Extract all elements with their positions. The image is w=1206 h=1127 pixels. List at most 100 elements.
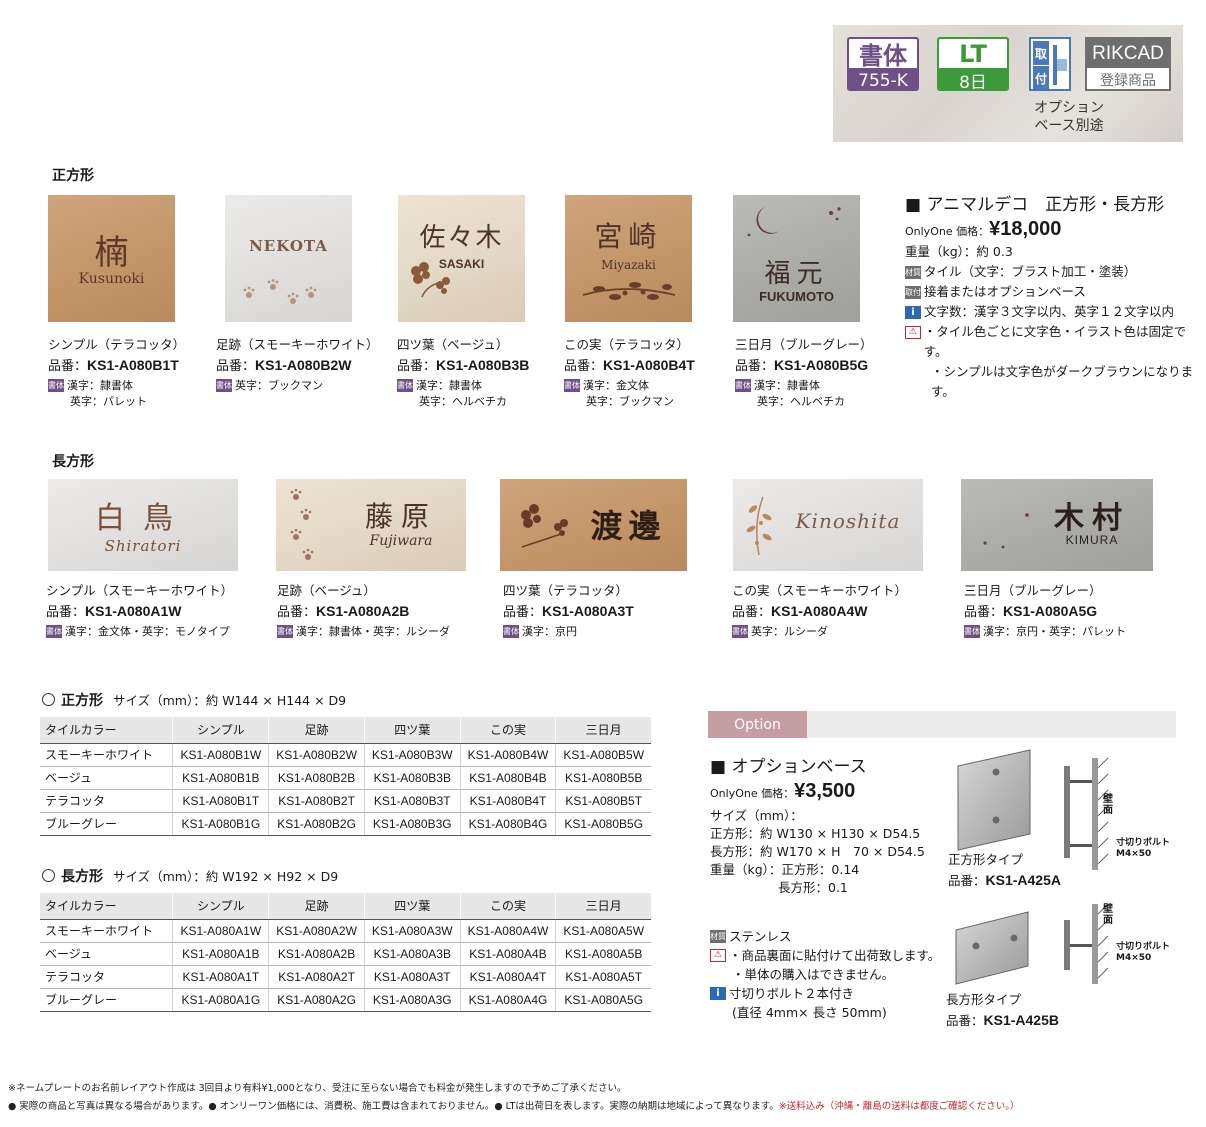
rect-plate-type: 長方形タイプ bbox=[946, 992, 1022, 1007]
part-number-cell: KS1-A080A1W bbox=[172, 918, 269, 942]
product-name: この実（テラコッタ） bbox=[564, 337, 690, 352]
rect-table-title: 長方形サイズ（mm）：約 W192 × H92 × D9 bbox=[42, 866, 338, 886]
font-badge-icon: 書体 bbox=[46, 625, 62, 638]
pn-label: 品番： bbox=[48, 359, 88, 374]
weight: 重量（kg）：約 0.3 bbox=[905, 244, 1013, 259]
product-number: 品番：KS1-A080B3B bbox=[397, 357, 529, 375]
product-image-shiratori[interactable]: 白鳥 Shiratori bbox=[48, 479, 238, 571]
pn-value: KS1-A080A1W bbox=[85, 603, 182, 619]
part-number-cell: KS1-A080A3G bbox=[363, 987, 461, 1012]
table-header-cell: タイルカラー bbox=[40, 717, 173, 744]
pn-value: KS1-A080B2W bbox=[255, 357, 352, 373]
option-weight-square: 重量（kg）：正方形：0.14 bbox=[710, 862, 860, 877]
tile-color-cell: スモーキーホワイト bbox=[40, 918, 173, 942]
tile-main-text: NEKOTA bbox=[249, 237, 328, 255]
product-image-kimura[interactable]: 木村 KIMURA bbox=[961, 479, 1153, 571]
footer-notes: ※ネームプレートのお名前レイアウト作成は 3回目より有料¥1,000となり、受注… bbox=[8, 1080, 1198, 1116]
pn-label: 品番： bbox=[964, 605, 1004, 620]
bolt-size-text: M4×50 bbox=[1116, 849, 1152, 859]
table-header-row: タイルカラーシンプル足跡四ツ葉この実三日月 bbox=[40, 717, 651, 744]
font-line1: 漢字：隷書体 bbox=[416, 379, 482, 392]
table-header-cell: この実 bbox=[459, 893, 556, 920]
font-line2: 英字：ヘルベチカ bbox=[419, 395, 507, 408]
material-icon: 材質 bbox=[710, 930, 726, 943]
rikcad-badge: RIKCAD 登録商品 bbox=[1085, 37, 1171, 91]
price: OnlyOne 価格：¥18,000 bbox=[905, 219, 1205, 242]
lead-time-badge: LT 8日 bbox=[937, 37, 1009, 91]
square-mount-diagram bbox=[1064, 758, 1109, 870]
product-image-kusunoki[interactable]: 楠 Kusunoki bbox=[48, 195, 175, 322]
part-number-cell: KS1-A080B3T bbox=[363, 788, 461, 812]
square-table-title: 正方形サイズ（mm）：約 W144 × H144 × D9 bbox=[42, 690, 346, 710]
note2-text: ・シンプルは文字色がダークブラウンになります。 bbox=[931, 364, 1194, 399]
square-plate-type: 正方形タイプ bbox=[948, 852, 1024, 867]
square-caption-3: 四ツ葉（ベージュ） 品番：KS1-A080B3B 書体漢字：隷書体 英字：ヘルベ… bbox=[397, 337, 529, 410]
part-number-cell: KS1-A080A2W bbox=[268, 918, 365, 942]
option-weight-rect: 長方形：0.1 bbox=[778, 880, 848, 895]
part-number-cell: KS1-A080B5G bbox=[555, 811, 651, 836]
font-line2: 英字：ブックマン bbox=[586, 395, 674, 408]
part-number-cell: KS1-A080B2T bbox=[268, 788, 365, 812]
product-name: 足跡（スモーキーホワイト） bbox=[216, 337, 379, 352]
tile-color-cell: テラコッタ bbox=[40, 788, 173, 812]
square-plate-caption: 正方形タイプ 品番：KS1-A425A bbox=[948, 850, 1061, 891]
product-number: 品番：KS1-A080A1W bbox=[46, 603, 233, 621]
pn-label: 品番： bbox=[503, 605, 543, 620]
part-number-cell: KS1-A080B3B bbox=[363, 765, 461, 789]
crescent-moon-icon bbox=[747, 207, 841, 237]
pn-label: 品番： bbox=[732, 605, 772, 620]
option-size-rect: 長方形：約 W170 × H 70 × D54.5 bbox=[710, 844, 925, 859]
info-icon: i bbox=[905, 306, 921, 319]
option-warn-row: ⚠・商品裏面に貼付けて出荷致します。 bbox=[710, 946, 950, 965]
pn-value: KS1-A080A5G bbox=[1003, 603, 1098, 619]
rect-plate-caption: 長方形タイプ 品番：KS1-A425B bbox=[946, 990, 1059, 1031]
font-badge-icon: 書体 bbox=[216, 379, 232, 392]
pn-label: 品番： bbox=[564, 359, 604, 374]
part-number-cell: KS1-A080A5B bbox=[555, 941, 651, 965]
part-number-cell: KS1-A080B5B bbox=[555, 765, 651, 789]
pn-value: KS1-A425B bbox=[983, 1012, 1059, 1028]
berry-branch-icon bbox=[746, 496, 772, 556]
font-badge-label: 書体 bbox=[859, 42, 907, 70]
table-header-cell: 足跡 bbox=[268, 717, 365, 744]
rect-caption-3: 四ツ葉（テラコッタ） 品番：KS1-A080A3T 書体漢字：京円 bbox=[503, 583, 634, 640]
part-number-cell: KS1-A080A1B bbox=[172, 941, 269, 965]
part-number-cell: KS1-A080A2G bbox=[268, 987, 365, 1012]
part-number-cell: KS1-A080A3B bbox=[363, 941, 461, 965]
tile-sub-text: Miyazaki bbox=[601, 258, 656, 272]
tile-main-text: 宮崎 bbox=[594, 220, 663, 253]
product-image-sasaki[interactable]: 佐々木 SASAKI bbox=[398, 195, 525, 322]
product-image-watanabe[interactable]: 渡邊 bbox=[500, 479, 687, 571]
tile-sub-text: SASAKI bbox=[438, 257, 485, 271]
product-image-fukumoto[interactable]: 福元 FUKUMOTO bbox=[733, 195, 860, 322]
product-image-kinoshita[interactable]: Kinoshita bbox=[733, 479, 923, 571]
option-size-label: サイズ（mm）： bbox=[710, 808, 803, 823]
circle-icon bbox=[42, 693, 55, 706]
product-image-fujiwara[interactable]: 藤原 Fujiwara bbox=[276, 479, 466, 571]
circle-icon bbox=[42, 869, 55, 882]
product-title: ■ アニマルデコ 正方形・長方形 bbox=[905, 195, 1165, 215]
tile-sub-text: Kusunoki bbox=[78, 271, 145, 287]
font-info: 書体英字：ルシーダ bbox=[732, 624, 907, 640]
part-number-cell: KS1-A080B1T bbox=[172, 788, 269, 812]
pn-value: KS1-A080B1T bbox=[87, 357, 179, 373]
product-image-nekota[interactable]: NEKOTA bbox=[225, 195, 352, 322]
price-value: ¥18,000 bbox=[989, 218, 1062, 240]
tile-color-cell: スモーキーホワイト bbox=[40, 742, 173, 766]
tile-sub-text: Fujiwara bbox=[369, 533, 433, 549]
rikcad-label: RIKCAD bbox=[1087, 39, 1169, 68]
tile-main-text: Kinoshita bbox=[795, 509, 901, 533]
clover-icon bbox=[411, 262, 450, 298]
product-image-miyazaki[interactable]: 宮崎 Miyazaki bbox=[565, 195, 692, 322]
rect-plate-number: 品番：KS1-A425B bbox=[946, 1010, 1059, 1031]
part-number-cell: KS1-A080B1W bbox=[172, 742, 269, 766]
part-number-cell: KS1-A080A5G bbox=[555, 987, 651, 1012]
pn-label: 品番： bbox=[397, 359, 437, 374]
